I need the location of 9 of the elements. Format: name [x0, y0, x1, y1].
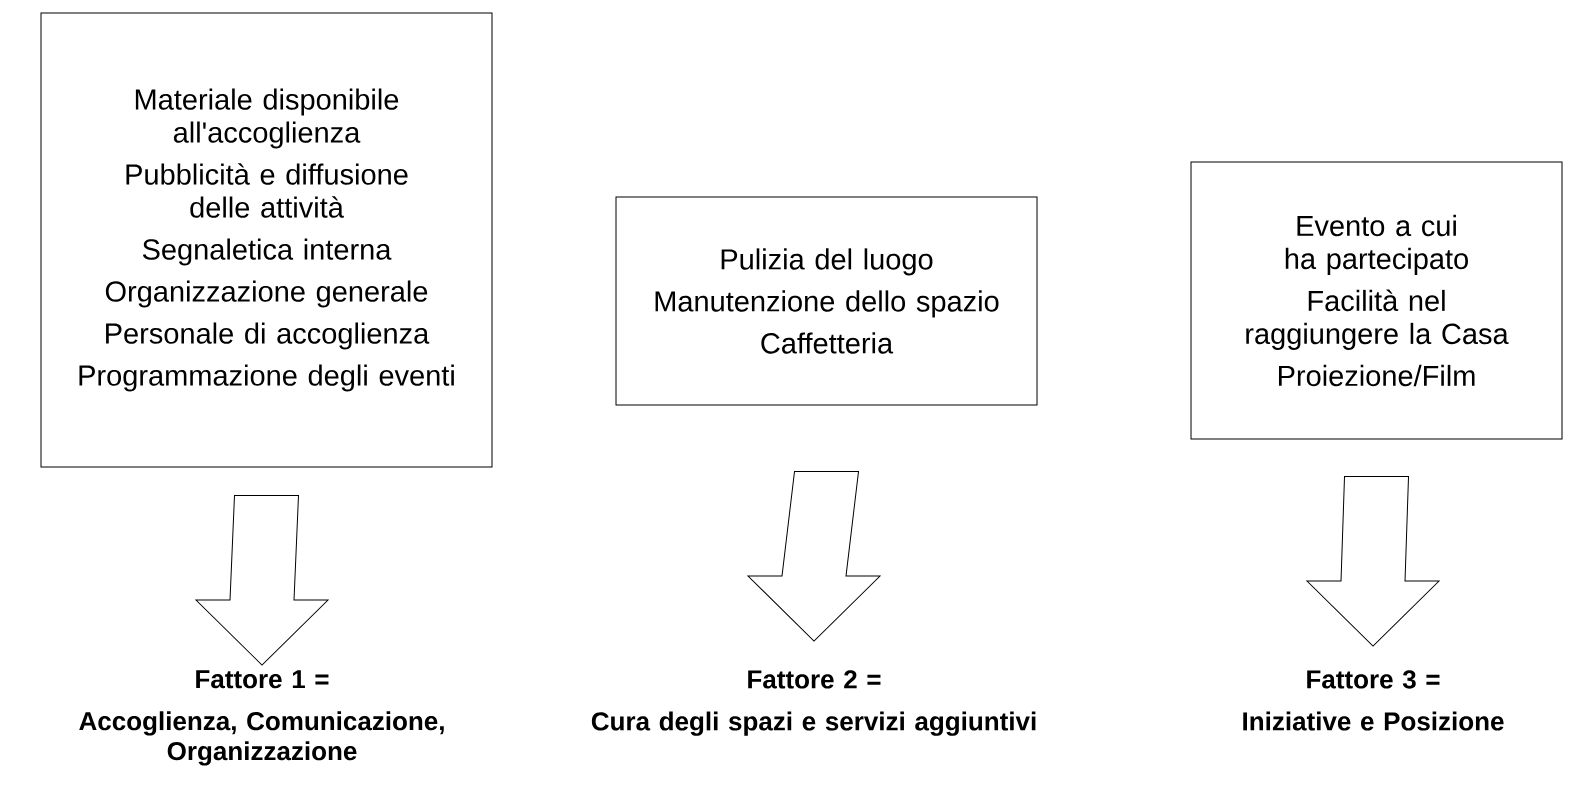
list-box: Pulizia del luogo Manutenzione dello spazio Caffetteria [615, 196, 1038, 406]
factor-label: Fattore 3 = Iniziative e Posizione [1243, 670, 1504, 731]
list-box: Evento a cui ha partecipato Facilità nel raggiungere la Casa Proiezione/Film [1190, 161, 1563, 440]
factor-label: Fattore 2 = Cura degli spazi e servizi aggiuntivi [591, 670, 1036, 736]
block-arrow [747, 471, 881, 642]
block-arrow [195, 495, 329, 666]
factor-label: Fattore 1 = Accoglienza, Comunicazione, Organizzazione [79, 670, 444, 766]
list-box: Materiale disponibile all'accoglienza Pubblicità e diffusione delle attività Segnaletica interna Organizzazione generale Personale di accoglienza Programmazione degli eventi [40, 12, 493, 468]
block-arrow [1306, 476, 1440, 647]
